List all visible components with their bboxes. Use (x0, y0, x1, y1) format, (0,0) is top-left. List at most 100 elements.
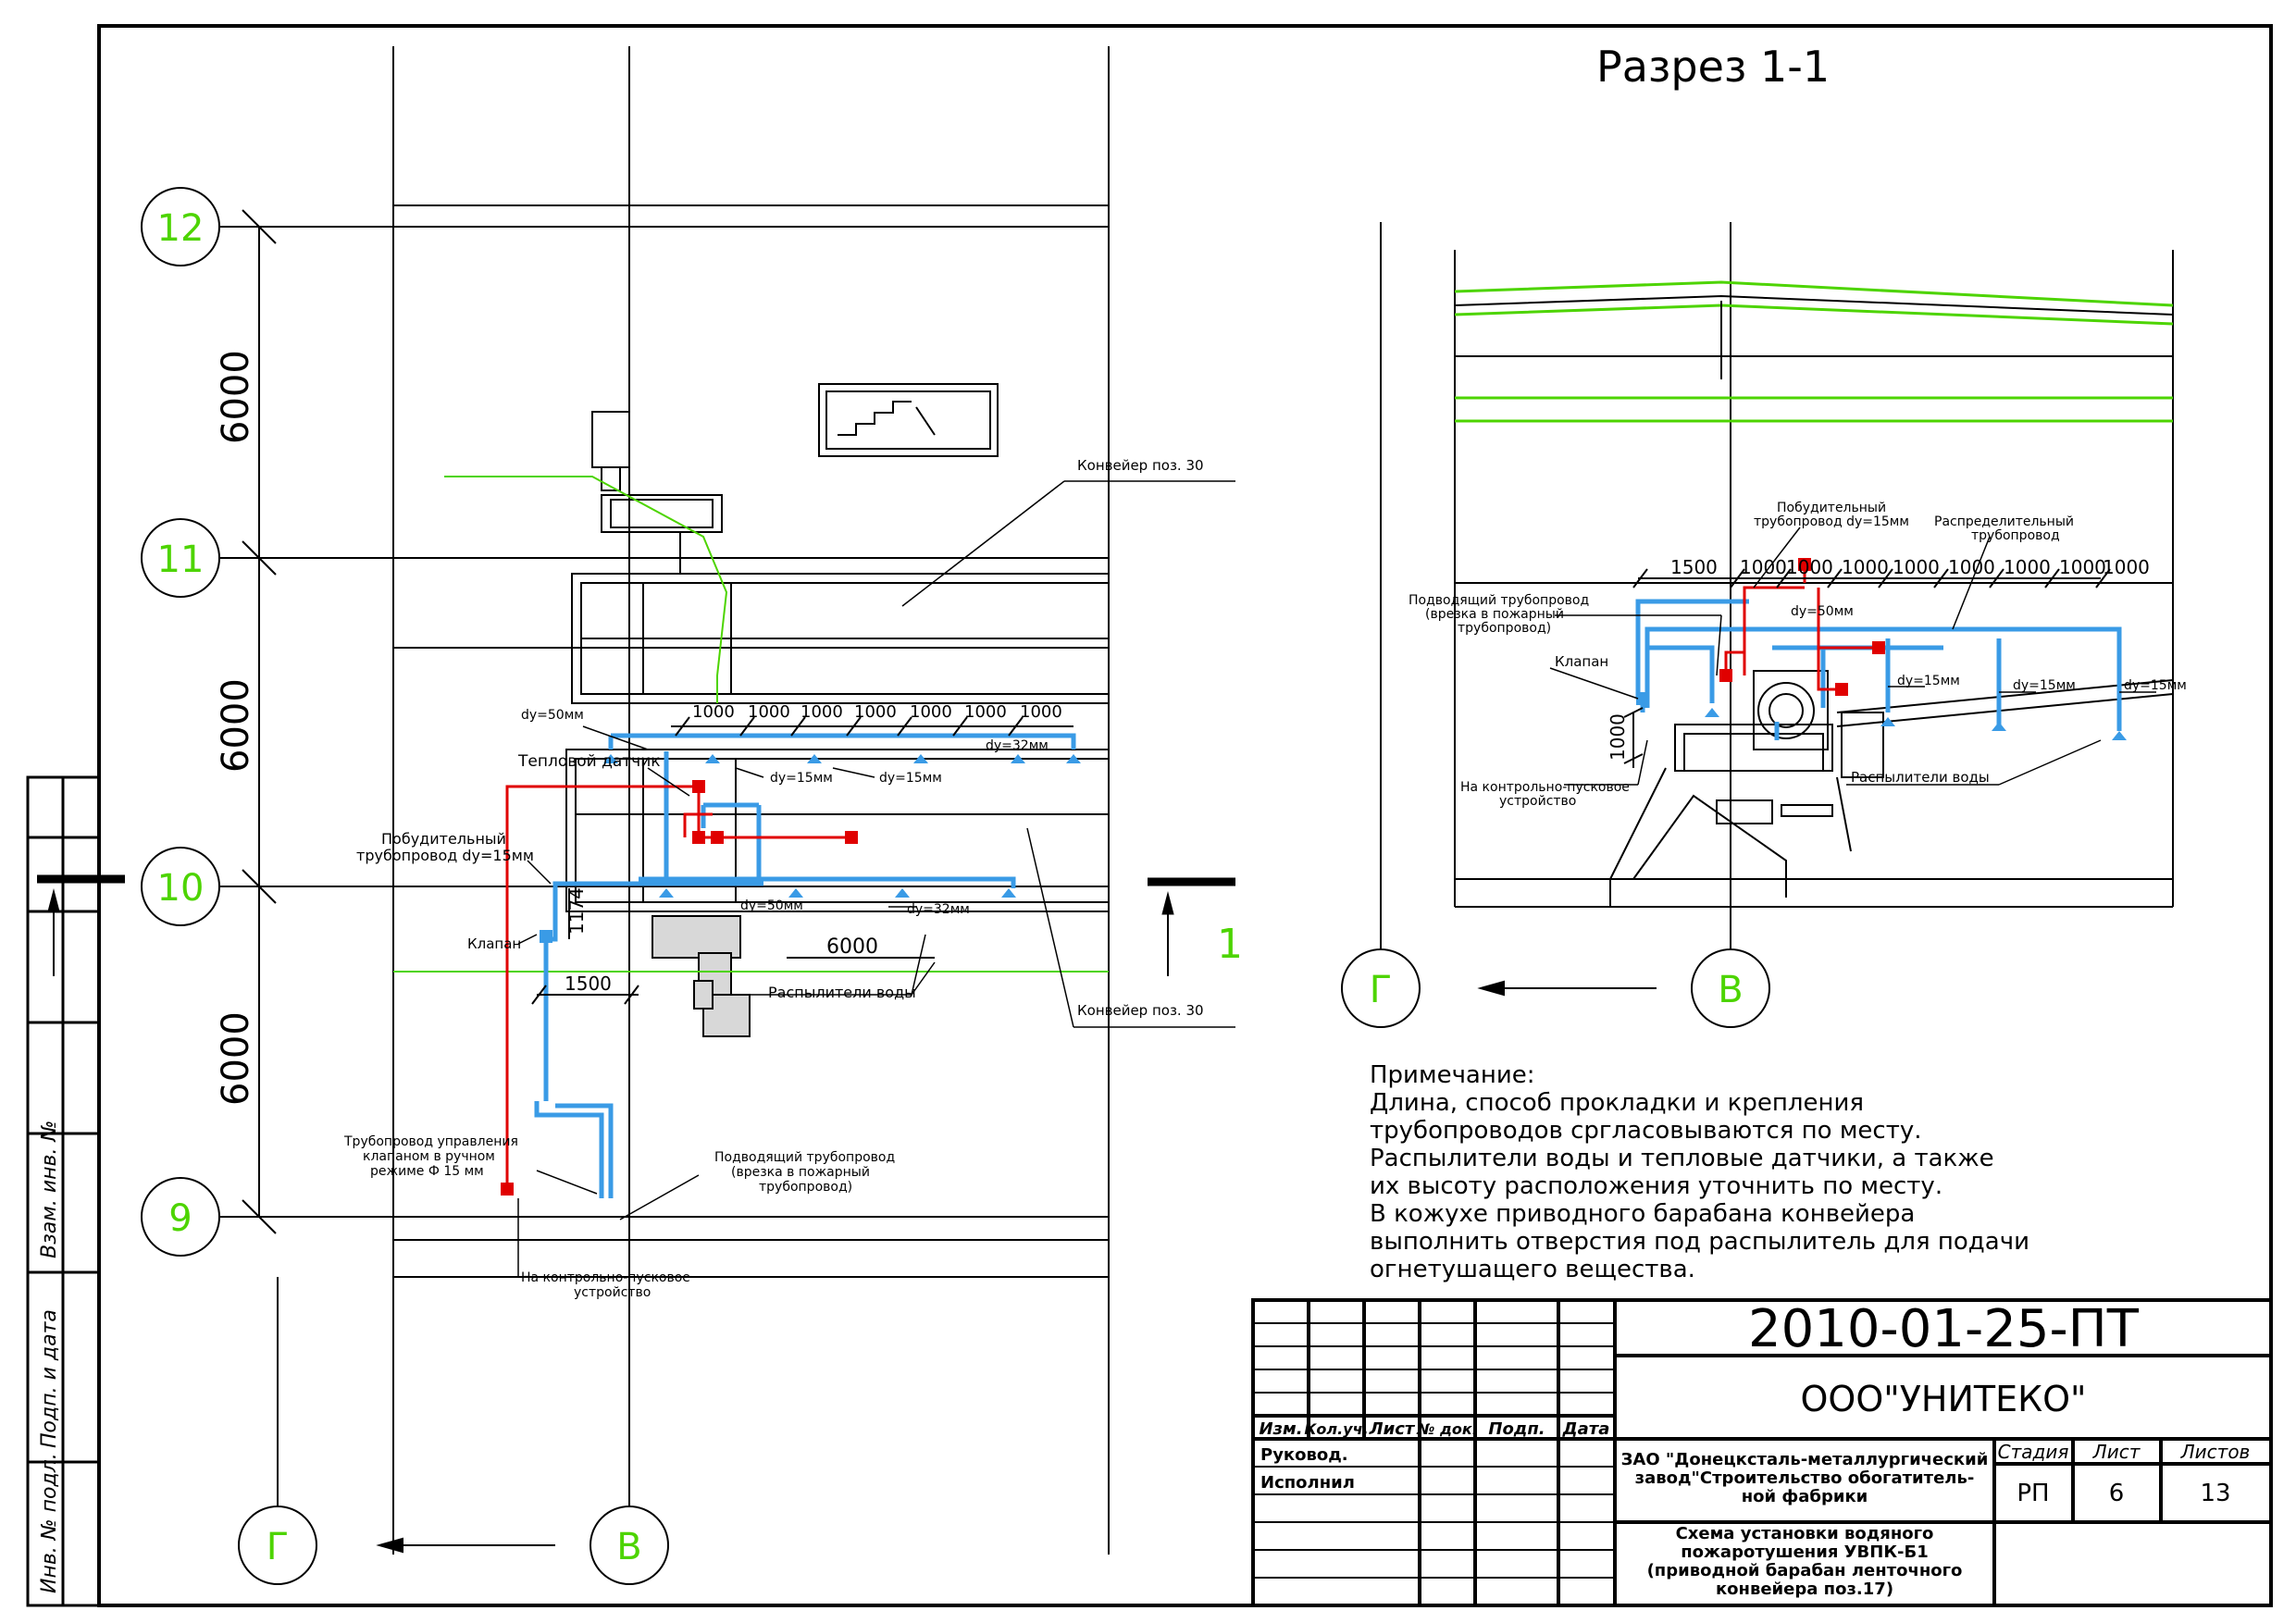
tb-sheet: 6 (2109, 1480, 2125, 1507)
plan-label-dy15b: dy=15мм (879, 771, 942, 786)
axis-row-11: 11 (141, 518, 220, 598)
section-label-distrib1: Распределительный (1934, 514, 2074, 529)
title-block-grid (1251, 1298, 2273, 1607)
tb-h-data: Дата (1562, 1419, 1610, 1439)
tb-project-3: ной фабрики (1742, 1487, 1868, 1506)
section-conveyor (1609, 670, 2174, 907)
plan-label-dy50-top: dy=50мм (521, 708, 584, 723)
plan-label-conveyor-top: Конвейер поз. 30 (1077, 457, 1204, 474)
section-label-inducer1: Побудительный (1777, 501, 1886, 515)
svg-text:11: 11 (157, 539, 205, 581)
stamp-replace: Взам. инв. № (38, 1121, 61, 1258)
plan-sprinklers (540, 754, 1081, 943)
section-dim-3: 1000 (1842, 556, 1889, 578)
section-leaders (1549, 527, 2156, 786)
plan-top-dim-4: 1000 (854, 702, 897, 722)
plan-thermal-sensors (501, 780, 858, 1196)
plan-label-dy32top: dy=32мм (986, 738, 1049, 753)
tb-h-list: Лист (1369, 1419, 1416, 1439)
dim-6000-2: 6000 (215, 678, 257, 773)
section-label-distrib2: трубопровод (1971, 528, 2060, 543)
plan-label-dy50bottom: dy=50мм (740, 898, 803, 913)
section-thermal-sensors (1719, 558, 1885, 696)
plan-label-1500: 1500 (565, 973, 612, 995)
plan-label-conveyor-bottom: Конвейер поз. 30 (1077, 1002, 1204, 1019)
section-label-control2: устройство (1499, 794, 1576, 809)
section-dim-0: 1500 (1670, 556, 1718, 578)
plan-label-valve: Клапан (467, 935, 521, 952)
section-mark-number: 1 (1217, 921, 1243, 968)
tb-desc-4: конвейера поз.17) (1716, 1580, 1893, 1599)
axis-col-V-plan: В (590, 1505, 669, 1585)
section-dim-row (1623, 568, 2111, 768)
plan-staircase (818, 383, 999, 457)
tb-h-izm: Изм. (1259, 1419, 1302, 1439)
section-sprinklers (1636, 692, 2127, 740)
tb-stage-label: Стадия (1998, 1441, 2069, 1463)
plan-top-dim-1: 1000 (692, 702, 735, 722)
plan-label-supply1: Подводящий трубопровод (714, 1150, 895, 1165)
section-label-control1: На контрольно-пусковое (1460, 780, 1630, 795)
svg-text:Г: Г (267, 1526, 289, 1568)
section-water-pipes (1635, 599, 2122, 740)
svg-text:12: 12 (157, 207, 205, 250)
plan-label-1174: 1174 (565, 887, 588, 935)
axis-row-12: 12 (141, 187, 220, 266)
tb-desc-2: пожаротушения УВПК-Б1 (1681, 1542, 1929, 1562)
plan-dim-1000-row (671, 716, 1074, 737)
section-control-pipes (1724, 564, 1879, 691)
plan-top-dim-6: 1000 (964, 702, 1007, 722)
axis-arrow-plan (376, 1537, 555, 1554)
section-roof (1454, 280, 2174, 423)
section-label-supply2: (врезка в пожарный (1425, 607, 1564, 622)
axis-col-V-section: В (1691, 948, 1770, 1028)
section-dim-7: 1000 (2059, 556, 2106, 578)
section-dim-4: 1000 (1893, 556, 1940, 578)
plan-conveyor-upper (571, 573, 1110, 704)
plan-top-dim-3: 1000 (800, 702, 843, 722)
tb-stage: РП (2017, 1480, 2049, 1507)
note-line-6: выполнить отверстия под распылитель для … (1370, 1228, 2029, 1256)
section-mark-right (1148, 877, 1235, 976)
section-label-supply1: Подводящий трубопровод (1409, 593, 1589, 608)
plan-dim-vertical (242, 209, 277, 1234)
svg-text:9: 9 (168, 1197, 192, 1240)
plan-top-dim-5: 1000 (910, 702, 952, 722)
plan-label-dy32bottom: dy=32мм (907, 902, 970, 917)
section-title: Разрез 1-1 (1596, 42, 1830, 92)
plan-label-inducer1: Побудительный (381, 830, 506, 848)
stamp-inv: Инв. № подл. (38, 1453, 61, 1593)
section-roof-black (1454, 294, 2174, 379)
tb-project-2: завод"Строительство обогатитель- (1635, 1468, 1975, 1488)
plan-green-lines (393, 476, 1109, 973)
svg-text:10: 10 (157, 867, 205, 910)
side-stamp (26, 775, 101, 1607)
tb-h-koluch: Кол.уч. (1304, 1420, 1368, 1438)
note-line-4: их высоту расположения уточнить по месту… (1370, 1172, 1942, 1200)
company-name: ООО"УНИТЕКО" (1801, 1379, 2087, 1419)
section-label-supply3: трубопровод) (1458, 621, 1551, 636)
plan-small-dims (531, 888, 935, 1005)
axis-row-9: 9 (141, 1177, 220, 1257)
axis-row-10: 10 (141, 847, 220, 926)
tb-h-podp: Подп. (1488, 1419, 1545, 1439)
plan-drive-upper (591, 411, 723, 574)
plan-label-supply2: (врезка в пожарный (731, 1165, 870, 1180)
section-dim-5: 1000 (1948, 556, 1995, 578)
tb-desc-3: (приводной барабан ленточного (1647, 1561, 1963, 1580)
dim-6000-1: 6000 (215, 350, 257, 444)
section-label-dy50: dy=50мм (1791, 604, 1854, 619)
tb-desc-1: Схема установки водяного (1676, 1524, 1934, 1543)
plan-label-thermal: Тепловой датчик (517, 752, 661, 771)
plan-water-pipes (534, 733, 1076, 1198)
note-line-2: трубопроводов сргласовываются по месту. (1370, 1117, 1922, 1145)
section-label-dy15a: dy=15мм (1897, 674, 1960, 688)
plan-leaders (517, 480, 1235, 1278)
plan-label-6000: 6000 (826, 935, 878, 959)
plan-label-sprinklers: Распылители воды (768, 984, 916, 1001)
outer-frame (97, 24, 2273, 1607)
dim-6000-3: 6000 (215, 1011, 257, 1106)
tb-h-doc: № док. (1416, 1420, 1478, 1438)
plan-top-dim-7: 1000 (1020, 702, 1062, 722)
